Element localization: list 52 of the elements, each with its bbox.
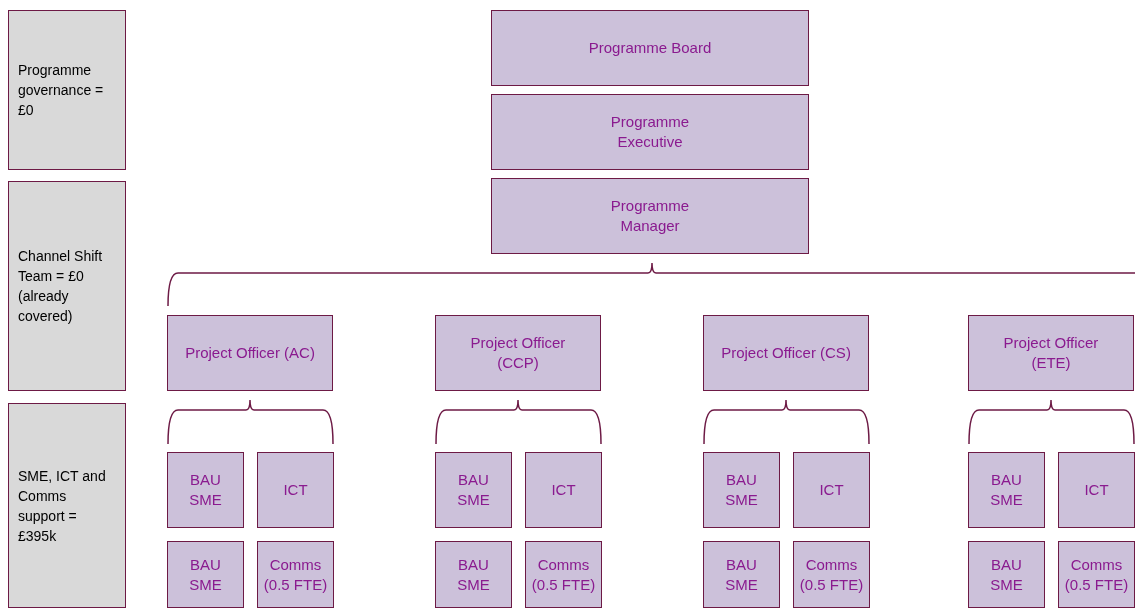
box-label: Project Officer (CCP) (469, 333, 567, 373)
box-label: ICT (551, 480, 576, 500)
role-box (525, 541, 602, 608)
box-label: Project Officer (AC) (185, 343, 315, 363)
box-label: Programme Executive (609, 112, 691, 152)
role-box (257, 452, 334, 528)
role-box (491, 10, 809, 86)
role-box (491, 178, 809, 254)
role-box (703, 541, 780, 608)
box-label: BAU SME (456, 470, 491, 510)
role-box (525, 452, 602, 528)
box-label: SME, ICT and Comms support = £395k (18, 466, 107, 546)
cost-box (8, 181, 126, 391)
role-box (793, 452, 870, 528)
role-box (968, 541, 1045, 608)
box-label: BAU SME (989, 470, 1024, 510)
box-label: ICT (283, 480, 308, 500)
box-label: BAU SME (724, 554, 759, 595)
role-box (167, 541, 244, 608)
role-box (1058, 541, 1135, 608)
role-box (968, 452, 1045, 528)
box-label: BAU SME (989, 554, 1024, 595)
box-label: Comms (0.5 FTE) (530, 554, 597, 595)
role-box (167, 452, 244, 528)
box-label: BAU SME (724, 470, 759, 510)
box-label: Comms (0.5 FTE) (262, 554, 329, 595)
role-box (435, 541, 512, 608)
role-box (1058, 452, 1135, 528)
role-box (703, 315, 869, 391)
role-box (435, 452, 512, 528)
box-label: Programme Manager (609, 196, 691, 236)
box-label: BAU SME (188, 470, 223, 510)
role-box (435, 315, 601, 391)
box-label: Channel Shift Team = £0 (already covered) (18, 247, 104, 326)
box-label: Comms (0.5 FTE) (1063, 554, 1130, 595)
cost-box (8, 10, 126, 170)
box-label: ICT (819, 480, 844, 500)
role-box (167, 315, 333, 391)
cost-box (8, 403, 126, 608)
role-box (793, 541, 870, 608)
box-label: Project Officer (ETE) (1002, 333, 1100, 373)
box-label: Comms (0.5 FTE) (798, 554, 865, 595)
role-box (968, 315, 1134, 391)
role-box (257, 541, 334, 608)
box-label: Programme Board (588, 38, 712, 58)
box-label: Programme governance = £0 (18, 61, 105, 120)
box-label: BAU SME (188, 554, 223, 595)
box-label: ICT (1084, 480, 1109, 500)
box-label: BAU SME (456, 554, 491, 595)
role-box (491, 94, 809, 170)
role-box (703, 452, 780, 528)
box-label: Project Officer (CS) (721, 343, 851, 363)
